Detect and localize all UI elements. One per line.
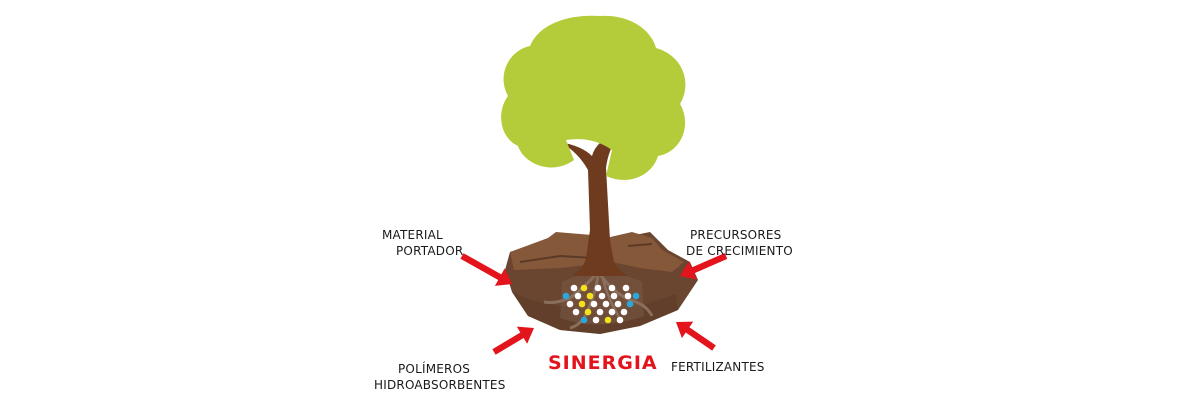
label-line: HIDROABSORBENTES	[374, 378, 506, 392]
bead-icon	[566, 300, 574, 308]
bead-icon	[610, 292, 618, 300]
root-2	[598, 273, 654, 317]
bead-icon	[604, 316, 612, 324]
label-line: DE CRECIMIENTO	[686, 244, 793, 258]
bead-icon	[616, 316, 624, 324]
soil-top-right	[606, 232, 684, 272]
diagram-title: SINERGIA	[548, 352, 658, 374]
arrow-icon	[492, 326, 534, 355]
bead-icon	[602, 300, 610, 308]
bead-icon	[614, 300, 622, 308]
bead-icon	[580, 284, 588, 292]
soil-crack-2	[627, 243, 653, 247]
bead-icon	[626, 300, 634, 308]
label-material-portador: MATERIAL PORTADOR	[382, 227, 463, 259]
label-line: POLÍMEROS	[398, 362, 471, 376]
label-polimeros: POLÍMEROS HIDROABSORBENTES	[374, 361, 506, 393]
bead-icon	[620, 308, 628, 316]
label-precursores: PRECURSORES DE CRECIMIENTO	[686, 227, 793, 259]
label-fertilizantes: FERTILIZANTES	[671, 359, 765, 375]
beads-cluster	[562, 284, 640, 324]
bead-icon	[584, 308, 592, 316]
bead-icon	[578, 300, 586, 308]
bead-icon	[596, 308, 604, 316]
bead-icon	[624, 292, 632, 300]
arrow-icon	[676, 321, 716, 351]
label-line: MATERIAL	[382, 228, 443, 242]
label-line: PRECURSORES	[690, 228, 782, 242]
bead-icon	[570, 284, 578, 292]
root-1	[543, 271, 600, 304]
tree-trunk	[560, 132, 628, 276]
bead-icon	[574, 292, 582, 300]
arrow-icon	[460, 253, 512, 286]
bead-icon	[562, 292, 570, 300]
bead-icon	[592, 316, 600, 324]
bead-icon	[608, 308, 616, 316]
bead-icon	[632, 292, 640, 300]
bead-icon	[580, 316, 588, 324]
bead-icon	[590, 300, 598, 308]
label-line: FERTILIZANTES	[671, 360, 765, 374]
soil-crack	[519, 254, 595, 263]
bead-icon	[622, 284, 630, 292]
bead-icon	[594, 284, 602, 292]
bead-icon	[586, 292, 594, 300]
arrow-icon	[680, 253, 728, 280]
arrows-group	[460, 253, 728, 355]
bead-icon	[572, 308, 580, 316]
bead-icon	[598, 292, 606, 300]
tree-icon	[501, 15, 686, 180]
bead-icon	[608, 284, 616, 292]
label-line: PORTADOR	[396, 244, 464, 258]
tree-canopy	[501, 15, 686, 180]
